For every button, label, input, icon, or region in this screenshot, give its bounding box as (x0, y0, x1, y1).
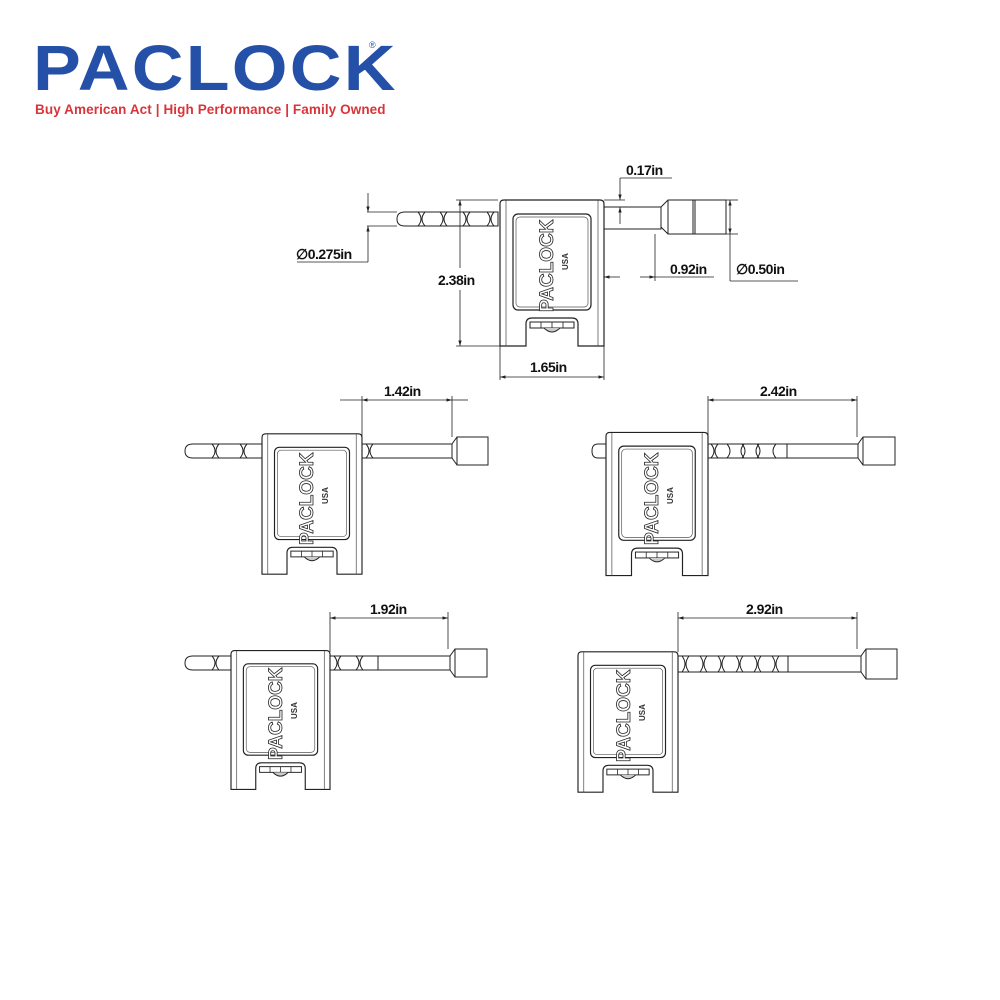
body-engraving-origin: USA (321, 487, 330, 504)
brand-name: PACLOCK (33, 32, 398, 104)
variant-2-view: PACLOCK USA 2.42in (591, 383, 896, 577)
registered-mark: ® (369, 40, 376, 50)
dim-shackle-length: 1.42in (384, 383, 421, 399)
dim-body-height: 2.38in (438, 272, 475, 288)
body-engraving-brand: PACLOCK (537, 219, 558, 312)
variant-1-view: PACLOCK USA 1.42in (184, 383, 489, 575)
dim-shackle-length: 2.42in (760, 383, 797, 399)
small-shackle (396, 211, 499, 227)
body-engraving-brand: PACLOCK (614, 669, 635, 762)
dim-shackle-offset: 0.17in (626, 162, 663, 178)
body-engraving-brand: PACLOCK (266, 667, 287, 760)
variant-4-view: PACLOCK USA 2.92in (577, 601, 898, 793)
dim-body-width: 1.65in (530, 359, 567, 375)
brand-tagline: Buy American Act | High Performance | Fa… (35, 102, 386, 117)
variant-3-view: PACLOCK USA 1.92in (184, 601, 488, 791)
body-engraving-brand: PACLOCK (297, 452, 318, 545)
dim-shackle-reach: 0.92in (670, 261, 707, 277)
dim-small-shackle-diameter: ∅0.275in (296, 246, 352, 262)
body-engraving-origin: USA (561, 253, 570, 270)
body-engraving-origin: USA (666, 487, 675, 504)
dim-large-shackle-diameter: ∅0.50in (736, 261, 784, 277)
dim-shackle-length: 1.92in (370, 601, 407, 617)
body-engraving-origin: USA (290, 702, 299, 719)
main-view: PACLOCK USA ∅0.275in 2.38in 1.65in (296, 162, 798, 380)
body-engraving-brand: PACLOCK (642, 452, 663, 545)
body-engraving-origin: USA (638, 704, 647, 721)
dim-shackle-length: 2.92in (746, 601, 783, 617)
paclock-logo: PACLOCK ® Buy American Act | High Perfor… (33, 36, 396, 117)
